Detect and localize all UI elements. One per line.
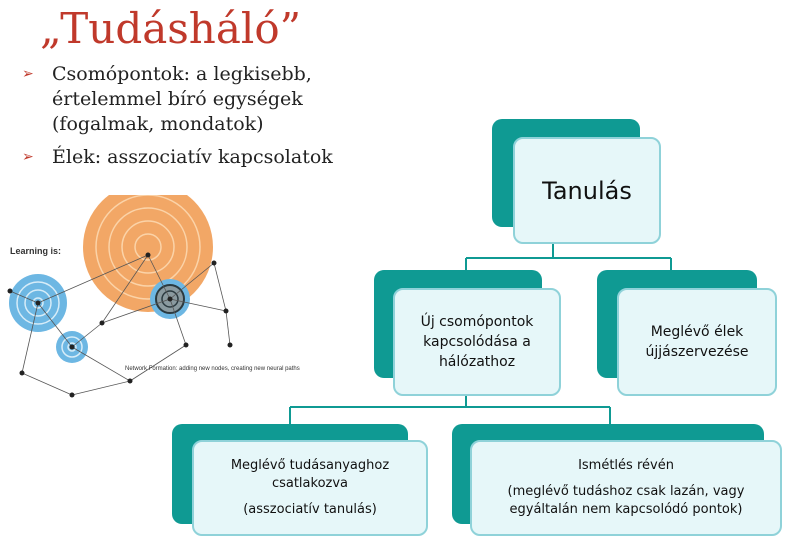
node-label-line: Meglévő tudásanyaghoz [230, 458, 390, 473]
network-nodes [7, 252, 233, 398]
root-node-box: Tanulás [513, 137, 661, 244]
node-label-line: csatlakozva [271, 476, 349, 491]
network-lines [9, 254, 231, 396]
bullet-list: ➢ Csomópontok: a legkisebb, értelemmel bí… [22, 62, 402, 178]
neural-network-illustration [7, 195, 233, 398]
node-label-line: egyáltalán nem kapcsolódó pontok) [509, 502, 743, 517]
node-label-line: kapcsolódása a [423, 334, 531, 350]
node-label-line: Új csomópontok [420, 314, 534, 330]
node-label-line: (meglévő tudáshoz csak lazán, vagy [507, 484, 745, 499]
node-label-line: újjászervezése [645, 344, 749, 360]
node-label-line: (asszociatív tanulás) [243, 502, 377, 517]
network-formation-label: Network Formation: adding new nodes, cre… [125, 366, 300, 372]
root-node-label: Tanulás [542, 176, 632, 205]
child-node-left-box: Új csomópontok kapcsolódása a hálózathoz [393, 288, 561, 396]
bullet-item: ➢ Csomópontok: a legkisebb, értelemmel bí… [22, 62, 402, 137]
grandchild-node-left-box: Meglévő tudásanyaghoz csatlakozva (asszo… [192, 440, 428, 536]
bullet-text: Csomópontok: a legkisebb, értelemmel bír… [52, 63, 312, 135]
child-node-right-box: Meglévő élek újjászervezése [617, 288, 777, 396]
slide-title: „Tudásháló” [40, 4, 302, 53]
node-label-line: Ismétlés révén [578, 458, 674, 473]
arrow-bullet-icon: ➢ [22, 66, 34, 82]
bullet-text: Élek: asszociatív kapcsolatok [52, 146, 333, 168]
node-label-line: hálózathoz [438, 354, 516, 370]
arrow-bullet-icon: ➢ [22, 149, 34, 165]
bullet-item: ➢ Élek: asszociatív kapcsolatok [22, 145, 402, 170]
node-label-line: Meglévő élek [650, 324, 744, 340]
grandchild-node-right-box: Ismétlés révén (meglévő tudáshoz csak la… [470, 440, 782, 536]
learning-label: Learning is: [10, 246, 62, 256]
